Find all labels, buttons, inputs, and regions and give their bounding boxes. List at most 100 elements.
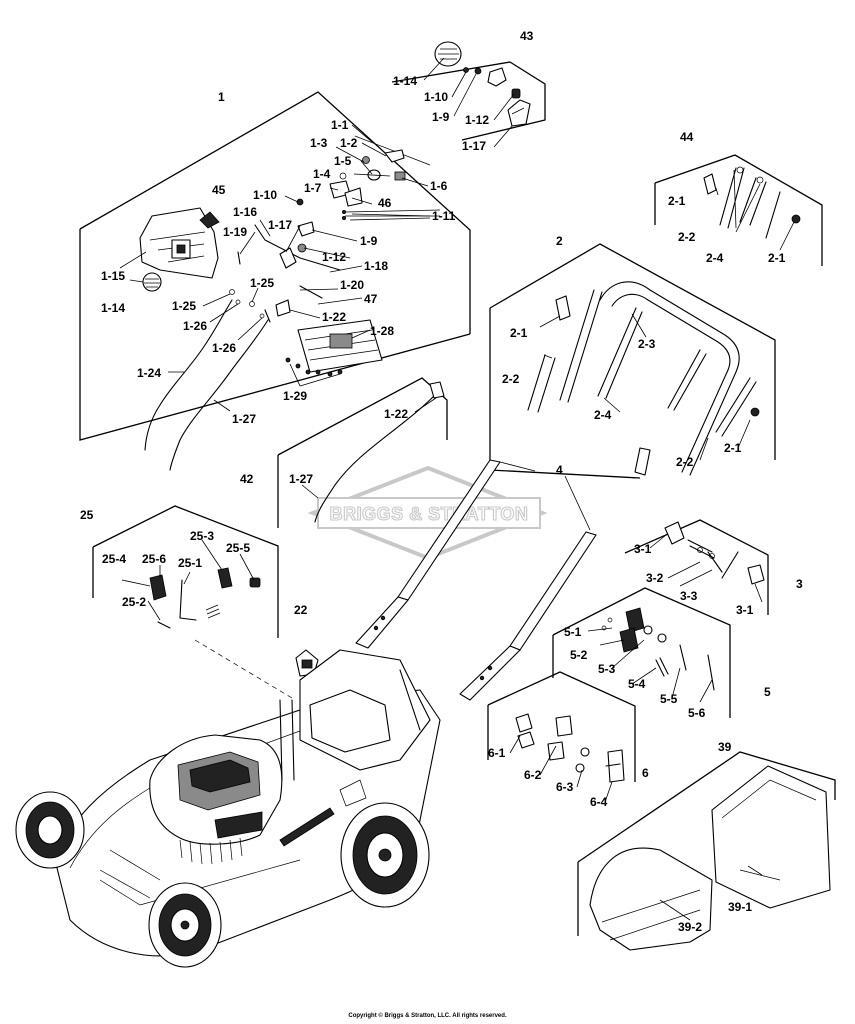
label-2-1-a: 2-1 xyxy=(668,194,686,208)
label-3-2: 3-2 xyxy=(646,571,664,585)
label-39: 39 xyxy=(718,740,732,754)
group-3-parts xyxy=(664,521,765,585)
label-2-1-b: 2-1 xyxy=(768,251,786,265)
label-1-25-b: 1-25 xyxy=(172,299,196,313)
label-5-6: 5-6 xyxy=(688,706,706,720)
label-25-2: 25-2 xyxy=(122,595,146,609)
label-39-2: 39-2 xyxy=(678,920,702,934)
label-5-3: 5-3 xyxy=(598,662,616,676)
mower-body xyxy=(15,649,441,968)
label-1-24: 1-24 xyxy=(137,366,161,380)
label-1-14-b: 1-14 xyxy=(101,301,125,315)
label-1-4: 1-4 xyxy=(313,167,331,181)
label-22: 22 xyxy=(294,603,308,617)
group-42-parts xyxy=(314,381,445,523)
label-44: 44 xyxy=(680,130,694,144)
frame-group-43 xyxy=(391,61,546,141)
label-5: 5 xyxy=(764,685,771,699)
label-1-18: 1-18 xyxy=(364,259,388,273)
frame-group-2 xyxy=(489,243,776,460)
callout-labels: 43 1-14 1-10 1-9 1-12 1-17 1 1-1 1-3 1-2… xyxy=(80,29,803,934)
label-1-26-a: 1-26 xyxy=(183,319,207,333)
label-1-9-b: 1-9 xyxy=(360,234,378,248)
leader-lines xyxy=(119,57,795,921)
label-1-10-a: 1-10 xyxy=(424,90,448,104)
label-1-6: 1-6 xyxy=(430,179,448,193)
label-1-19: 1-19 xyxy=(223,225,247,239)
group-6-parts xyxy=(515,713,625,783)
label-1-7: 1-7 xyxy=(304,181,322,195)
label-6-2: 6-2 xyxy=(524,768,542,782)
frame-group-1 xyxy=(79,91,471,334)
label-5-1: 5-1 xyxy=(564,625,582,639)
label-2-4-b: 2-4 xyxy=(594,408,612,422)
label-25-1: 25-1 xyxy=(178,556,202,570)
frame-group-6 xyxy=(487,671,636,782)
label-25-4: 25-4 xyxy=(102,552,126,566)
label-1-27-a: 1-27 xyxy=(232,412,256,426)
label-6-4: 6-4 xyxy=(590,795,608,809)
label-2-1-d: 2-1 xyxy=(724,441,742,455)
label-42: 42 xyxy=(240,472,254,486)
label-25: 25 xyxy=(80,508,94,522)
frame-group-44 xyxy=(654,154,823,266)
label-3: 3 xyxy=(796,577,803,591)
label-1-25-a: 1-25 xyxy=(250,276,274,290)
label-1-14-a: 1-14 xyxy=(393,74,417,88)
watermark-text: BRIGGS & STRATTON xyxy=(330,504,529,524)
frame-group-3 xyxy=(624,519,769,615)
part-22 xyxy=(194,639,319,699)
label-2-2-b: 2-2 xyxy=(502,372,520,386)
label-25-6: 25-6 xyxy=(142,552,166,566)
frame-group-39 xyxy=(577,751,836,863)
label-5-2: 5-2 xyxy=(570,648,588,662)
label-1-15: 1-15 xyxy=(101,269,125,283)
group-25-parts xyxy=(149,567,261,629)
label-1-12-b: 1-12 xyxy=(322,250,346,264)
label-39-1: 39-1 xyxy=(728,900,752,914)
label-6-1: 6-1 xyxy=(488,746,506,760)
label-4: 4 xyxy=(556,463,563,477)
label-25-5: 25-5 xyxy=(226,541,250,555)
label-6-3: 6-3 xyxy=(556,780,574,794)
label-1-11: 1-11 xyxy=(432,209,456,223)
label-46: 46 xyxy=(378,196,392,210)
label-47: 47 xyxy=(364,292,378,306)
group-4-parts xyxy=(355,459,597,701)
label-2-1-c: 2-1 xyxy=(510,326,528,340)
label-1-17-a: 1-17 xyxy=(462,139,486,153)
label-43: 43 xyxy=(520,29,534,43)
label-1-16: 1-16 xyxy=(233,205,257,219)
label-1-20: 1-20 xyxy=(340,278,364,292)
label-1-9-a: 1-9 xyxy=(432,110,450,124)
frame-group-25 xyxy=(92,505,279,638)
label-2-3: 2-3 xyxy=(638,337,656,351)
label-1-22-b: 1-22 xyxy=(384,407,408,421)
frame-group-5 xyxy=(552,587,731,718)
label-1-22-a: 1-22 xyxy=(322,310,346,324)
label-2: 2 xyxy=(556,234,563,248)
label-1-10-b: 1-10 xyxy=(253,188,277,202)
label-3-3: 3-3 xyxy=(680,589,698,603)
label-25-3: 25-3 xyxy=(190,529,214,543)
label-1-2: 1-2 xyxy=(340,136,358,150)
label-1-5: 1-5 xyxy=(334,154,352,168)
label-2-4-a: 2-4 xyxy=(706,251,724,265)
label-2-2-a: 2-2 xyxy=(678,230,696,244)
group-frames xyxy=(79,61,836,936)
label-3-1-a: 3-1 xyxy=(634,542,652,556)
label-3-1-b: 3-1 xyxy=(736,603,754,617)
group-5-parts xyxy=(601,607,715,691)
group-43-parts xyxy=(434,41,531,127)
label-6: 6 xyxy=(642,766,649,780)
group-1-parts xyxy=(139,135,441,471)
label-45: 45 xyxy=(212,183,226,197)
label-1-27-b: 1-27 xyxy=(289,472,313,486)
group-2-parts xyxy=(527,281,760,476)
group-44-parts xyxy=(703,166,801,239)
label-1-3: 1-3 xyxy=(310,136,328,150)
label-1-26-b: 1-26 xyxy=(212,341,236,355)
label-5-4: 5-4 xyxy=(628,677,646,691)
label-1-28: 1-28 xyxy=(370,324,394,338)
